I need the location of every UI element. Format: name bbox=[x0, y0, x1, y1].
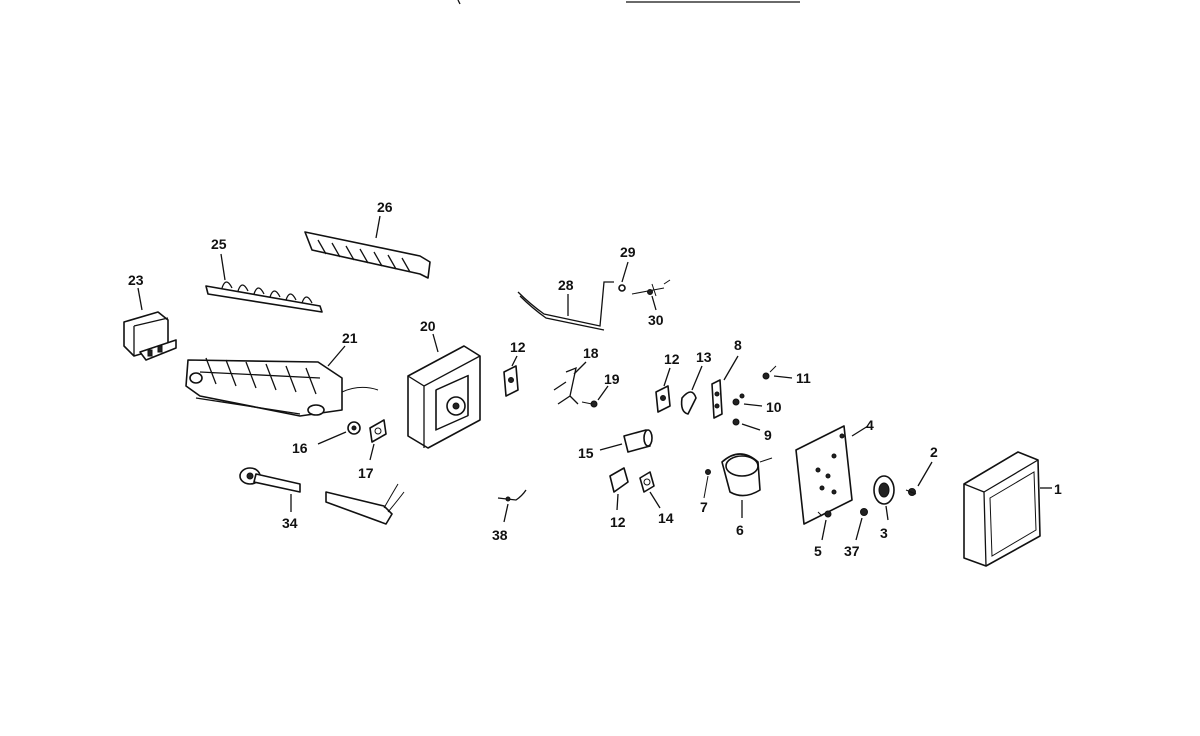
label-30: 30 bbox=[648, 312, 664, 328]
part-7-screw[interactable] bbox=[703, 469, 711, 499]
part-23-water-valve[interactable] bbox=[123, 311, 177, 361]
part-17-clip[interactable] bbox=[369, 419, 387, 443]
label-8: 8 bbox=[734, 337, 742, 353]
label-38: 38 bbox=[492, 527, 508, 543]
label-26: 26 bbox=[377, 199, 393, 215]
label-29: 29 bbox=[620, 244, 636, 260]
part-15-shaft[interactable] bbox=[623, 429, 653, 453]
label-20: 20 bbox=[420, 318, 436, 334]
label-7: 7 bbox=[700, 499, 708, 515]
label-18: 18 bbox=[583, 345, 599, 361]
label-14: 14 bbox=[658, 510, 674, 526]
label-15: 15 bbox=[578, 445, 594, 461]
label-5: 5 bbox=[814, 543, 822, 559]
label-28: 28 bbox=[558, 277, 574, 293]
label-25: 25 bbox=[211, 236, 227, 252]
part-20-housing[interactable] bbox=[407, 345, 481, 449]
part-11-screw[interactable] bbox=[762, 365, 777, 380]
part-26-stripper[interactable] bbox=[304, 231, 431, 279]
part-13-cam[interactable] bbox=[680, 391, 697, 415]
cropped-header-marks bbox=[457, 0, 800, 5]
part-2-screw[interactable] bbox=[905, 488, 917, 496]
label-1: 1 bbox=[1054, 481, 1062, 497]
part-4-mounting-plate[interactable] bbox=[795, 425, 853, 525]
part-12-bushing-b[interactable] bbox=[655, 385, 671, 413]
label-12a: 12 bbox=[510, 339, 526, 355]
part-12-bushing-a[interactable] bbox=[503, 365, 519, 397]
part-34-fill-tube[interactable] bbox=[239, 467, 405, 525]
label-6: 6 bbox=[736, 522, 744, 538]
part-9-screw[interactable] bbox=[732, 418, 740, 426]
label-17: 17 bbox=[358, 465, 374, 481]
part-8-switch[interactable] bbox=[711, 379, 723, 419]
label-10: 10 bbox=[766, 399, 782, 415]
part-14-gear[interactable] bbox=[639, 471, 655, 493]
part-10-screw[interactable] bbox=[732, 393, 745, 406]
label-37: 37 bbox=[844, 543, 860, 559]
part-6-motor[interactable] bbox=[721, 453, 773, 497]
label-19: 19 bbox=[604, 371, 620, 387]
part-21-mold-heater[interactable] bbox=[185, 357, 379, 417]
part-16[interactable] bbox=[347, 421, 361, 435]
label-3: 3 bbox=[880, 525, 888, 541]
part-5-screw[interactable] bbox=[817, 510, 832, 518]
part-25-ejector[interactable] bbox=[205, 281, 323, 313]
part-38-harness[interactable] bbox=[497, 489, 527, 502]
part-1-cover[interactable] bbox=[963, 451, 1041, 567]
label-12b: 12 bbox=[664, 351, 680, 367]
label-16: 16 bbox=[292, 440, 308, 456]
part-28-shutoff-arm[interactable] bbox=[517, 281, 614, 331]
part-30-screw[interactable] bbox=[631, 279, 671, 297]
label-21: 21 bbox=[342, 330, 358, 346]
part-19-screw[interactable] bbox=[581, 400, 598, 408]
label-9: 9 bbox=[764, 427, 772, 443]
label-4: 4 bbox=[866, 417, 874, 433]
label-11: 11 bbox=[796, 370, 811, 386]
part-3-knob[interactable] bbox=[873, 475, 895, 505]
part-29-linkage[interactable] bbox=[618, 284, 626, 292]
part-18-bracket[interactable] bbox=[553, 366, 579, 405]
label-2: 2 bbox=[930, 444, 938, 460]
label-23: 23 bbox=[128, 272, 144, 288]
part-37-screw[interactable] bbox=[860, 508, 868, 516]
part-12-bushing-c[interactable] bbox=[609, 467, 629, 493]
label-13: 13 bbox=[696, 349, 712, 365]
label-12c: 12 bbox=[610, 514, 626, 530]
label-34: 34 bbox=[282, 515, 298, 531]
